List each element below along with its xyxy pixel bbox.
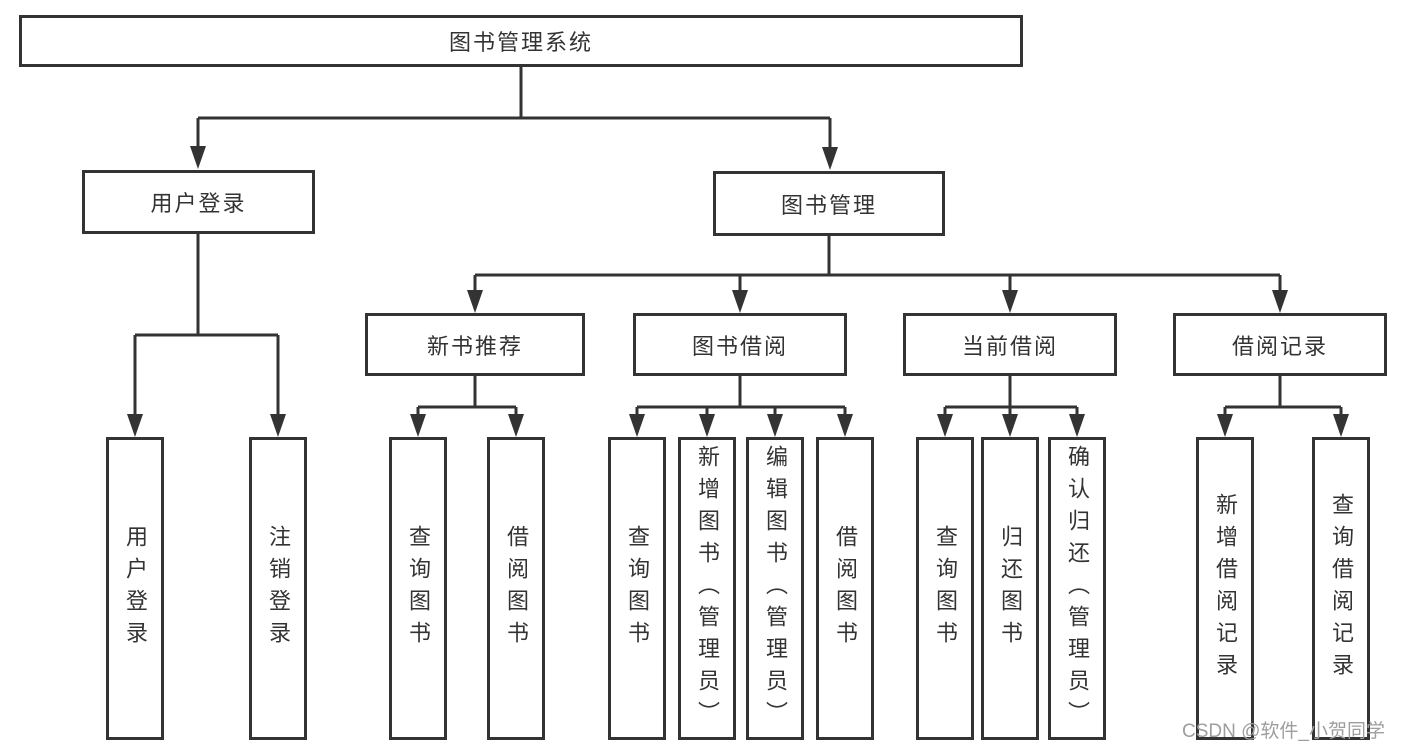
node-user-login: 用户登录 (82, 170, 315, 234)
node-label: 新书推荐 (426, 333, 523, 359)
node-label: 查询图书 (406, 524, 431, 653)
leaf-borrowing-add-books-admin: 新增图书（管理员） (678, 437, 736, 740)
leaf-logout: 注销登录 (249, 437, 307, 740)
node-label: 图书管理 (780, 192, 877, 218)
node-borrowing-records: 借阅记录 (1173, 313, 1387, 376)
node-label: 图书管理系统 (448, 30, 593, 55)
node-label: 借阅图书 (833, 524, 858, 653)
node-label: 借阅记录 (1231, 333, 1328, 359)
node-label: 新增图书（管理员） (695, 444, 720, 733)
node-label: 用户登录 (123, 524, 148, 653)
leaf-records-add-borrow-record: 新增借阅记录 (1196, 437, 1254, 740)
leaf-current-return-books: 归还图书 (981, 437, 1039, 740)
node-label: 查询图书 (625, 524, 650, 653)
node-current-borrowing: 当前借阅 (903, 313, 1117, 376)
leaf-borrowing-query-books: 查询图书 (608, 437, 666, 740)
leaf-borrowing-borrow-books: 借阅图书 (816, 437, 874, 740)
node-label: 编辑图书（管理员） (763, 444, 788, 733)
node-label: 图书借阅 (691, 333, 788, 359)
watermark-text: CSDN @软件_小贺同学 (1182, 721, 1385, 742)
node-new-book-recommendation: 新书推荐 (365, 313, 585, 376)
node-label: 确认归还（管理员） (1065, 444, 1090, 733)
leaf-records-query-borrow-record: 查询借阅记录 (1312, 437, 1370, 740)
leaf-current-query-books: 查询图书 (916, 437, 974, 740)
node-label: 当前借阅 (961, 333, 1058, 359)
node-label: 查询借阅记录 (1329, 492, 1354, 685)
node-label: 归还图书 (998, 524, 1023, 653)
leaf-recommend-borrow-books: 借阅图书 (487, 437, 545, 740)
node-book-management: 图书管理 (713, 171, 945, 236)
leaf-user-login: 用户登录 (106, 437, 164, 740)
leaf-current-confirm-return-admin: 确认归还（管理员） (1048, 437, 1106, 740)
node-book-borrowing: 图书借阅 (633, 313, 847, 376)
node-label: 用户登录 (150, 191, 247, 216)
node-label: 借阅图书 (504, 524, 529, 653)
node-label: 新增借阅记录 (1213, 492, 1238, 685)
leaf-recommend-query-books: 查询图书 (389, 437, 447, 740)
node-label: 查询图书 (933, 524, 958, 653)
node-book-management-system: 图书管理系统 (19, 15, 1023, 67)
node-label: 注销登录 (266, 524, 291, 653)
leaf-borrowing-edit-books-admin: 编辑图书（管理员） (746, 437, 804, 740)
